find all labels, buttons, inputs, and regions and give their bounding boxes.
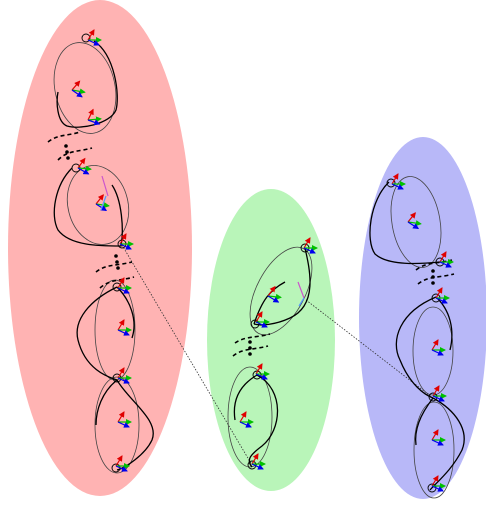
coordinate-frame [87, 29, 102, 46]
coordinate-frame [117, 367, 132, 384]
accent-stroke-light-blue [100, 195, 107, 211]
coordinate-frame [431, 475, 446, 492]
coordinate-frame [407, 212, 422, 230]
coordinate-frame [251, 453, 266, 470]
coordinate-frame [267, 285, 282, 303]
coordinate-frame [255, 311, 270, 328]
coordinate-frame [117, 277, 132, 294]
coordinate-frame [71, 80, 86, 98]
coordinate-frame [87, 108, 102, 126]
coordinate-frame [255, 363, 270, 380]
coordinate-frame [77, 157, 92, 175]
accent-stroke-magenta [297, 281, 305, 299]
coordinate-frame [115, 455, 130, 472]
accent-stroke-magenta [101, 175, 109, 197]
coordinate-frame [119, 233, 134, 250]
coordinate-frame [431, 339, 446, 356]
coordinate-frame [303, 237, 318, 254]
group-ellipse-red [8, 0, 192, 496]
dotted-chains [64, 144, 435, 356]
group-ellipse-green [207, 189, 335, 491]
correspondence-line [121, 244, 253, 466]
coordinate-frame [391, 173, 406, 190]
coordinate-frame [239, 411, 254, 428]
coordinate-frames [71, 29, 454, 492]
group-ellipse-blue [359, 137, 486, 499]
coordinate-frame [431, 429, 446, 446]
thin-loops [53, 42, 455, 499]
coordinate-frame [435, 287, 450, 304]
coordinate-frame [432, 385, 447, 402]
coordinate-frame [439, 251, 454, 268]
accent-stroke-light-blue [298, 297, 305, 307]
coordinate-frame [117, 319, 132, 336]
coordinate-frame [117, 411, 132, 428]
